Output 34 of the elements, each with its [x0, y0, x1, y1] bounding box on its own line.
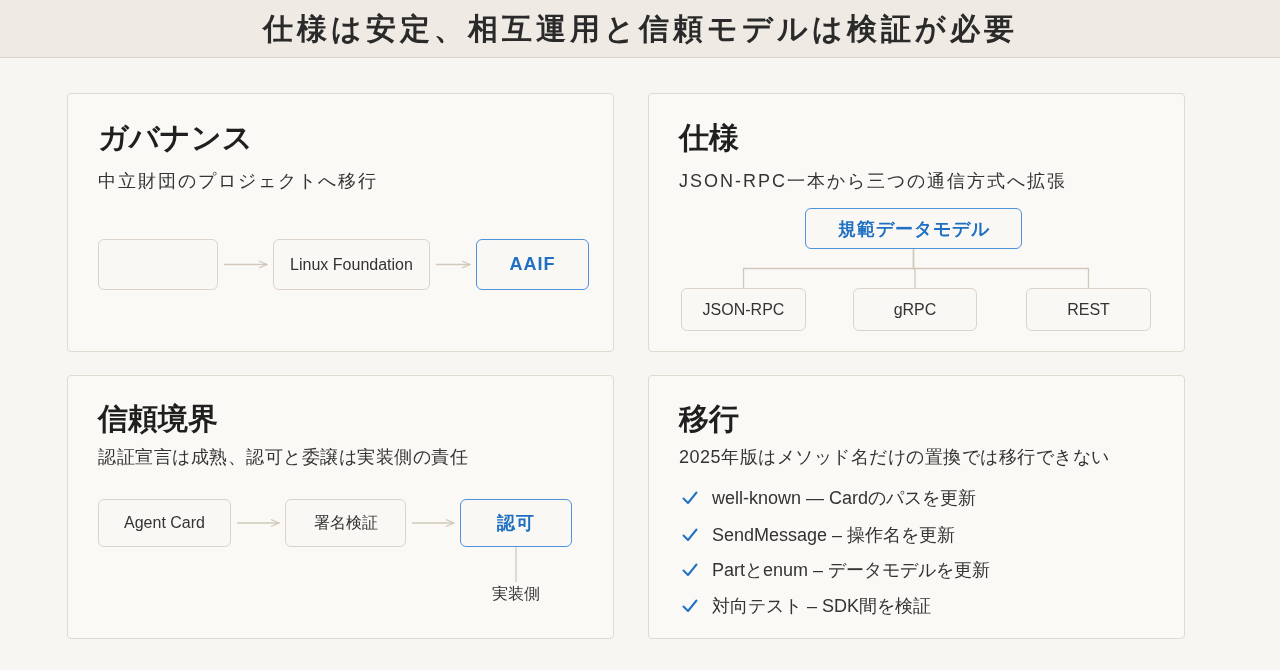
arrow: [236, 518, 280, 528]
arrow: [223, 260, 268, 269]
panel-heading: 移行: [679, 401, 739, 437]
arrow: [411, 518, 455, 528]
process-box: 署名検証: [285, 499, 406, 547]
checklist-item: Partとenum – データモデルを更新: [712, 559, 991, 582]
process-box: AAIF: [476, 239, 589, 290]
annotation-text: 実装側: [486, 582, 546, 606]
process-box: Agent Card: [98, 499, 231, 547]
process-box: gRPC: [853, 288, 977, 331]
checklist-item: SendMessage – 操作名を更新: [712, 524, 956, 547]
panel-subtitle: 認証宣言は成熟、認可と委譲は実装側の責任: [98, 446, 468, 469]
panel-subtitle: 中立財団のプロジェクトへ移行: [98, 170, 378, 193]
process-box: JSON-RPC: [681, 288, 806, 331]
panel-card: [67, 93, 614, 352]
checklist-item: well-known — Cardのパスを更新: [712, 487, 977, 510]
arrow: [435, 260, 471, 269]
leader-line: [515, 546, 517, 583]
panel-heading: ガバナンス: [98, 120, 253, 156]
connector-line: [912, 248, 1090, 289]
panel-card: [648, 375, 1185, 639]
checklist-item: 対向テスト – SDK間を検証: [712, 595, 932, 618]
panel-card: [648, 93, 1185, 352]
panel-subtitle: 2025年版はメソッド名だけの置換では移行できない: [679, 446, 1110, 469]
process-box: Linux Foundation: [273, 239, 430, 290]
process-box: 規範データモデル: [805, 208, 1022, 249]
process-box: 認可: [460, 499, 572, 547]
process-box: REST: [1026, 288, 1151, 331]
panel-heading: 仕様: [679, 120, 739, 156]
page-title: 仕様は安定、相互運用と信頼モデルは検証が必要: [262, 10, 1018, 47]
process-box: [98, 239, 218, 290]
panel-subtitle: JSON-RPC一本から三つの通信方式へ拡張: [679, 170, 1067, 193]
panel-heading: 信頼境界: [98, 401, 218, 437]
panel-card: [67, 375, 614, 639]
